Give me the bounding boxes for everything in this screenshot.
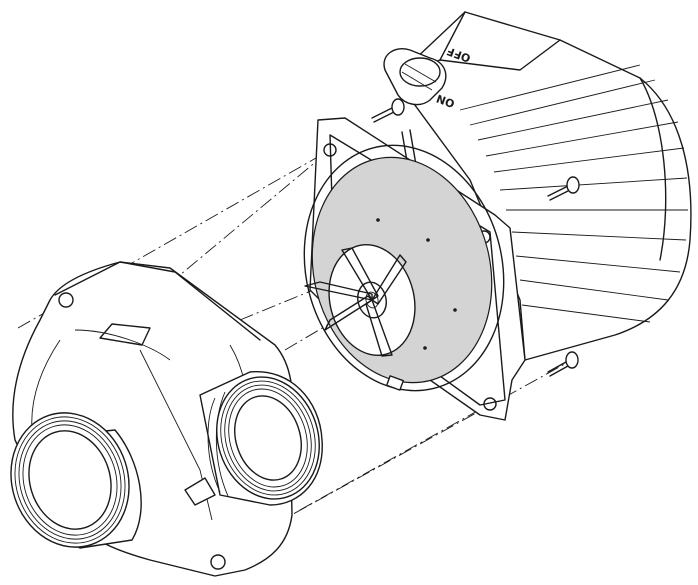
screw-top-left	[371, 98, 405, 123]
switch-on-label: ON	[435, 92, 457, 111]
bottom-clip	[386, 375, 404, 391]
motor-housing	[394, 11, 692, 361]
screw-right	[547, 176, 580, 201]
screw-bottom-right	[547, 351, 579, 377]
outlet-port-right	[199, 371, 323, 506]
impeller	[304, 244, 416, 357]
flange-hole-bottom-right	[483, 397, 497, 411]
inlet-port-left	[10, 412, 142, 549]
housing-hole-bottom	[210, 554, 226, 570]
housing-hole-top-left	[58, 292, 74, 308]
power-switch: OFF ON	[383, 44, 472, 111]
flange-hole-top-left	[323, 143, 337, 157]
